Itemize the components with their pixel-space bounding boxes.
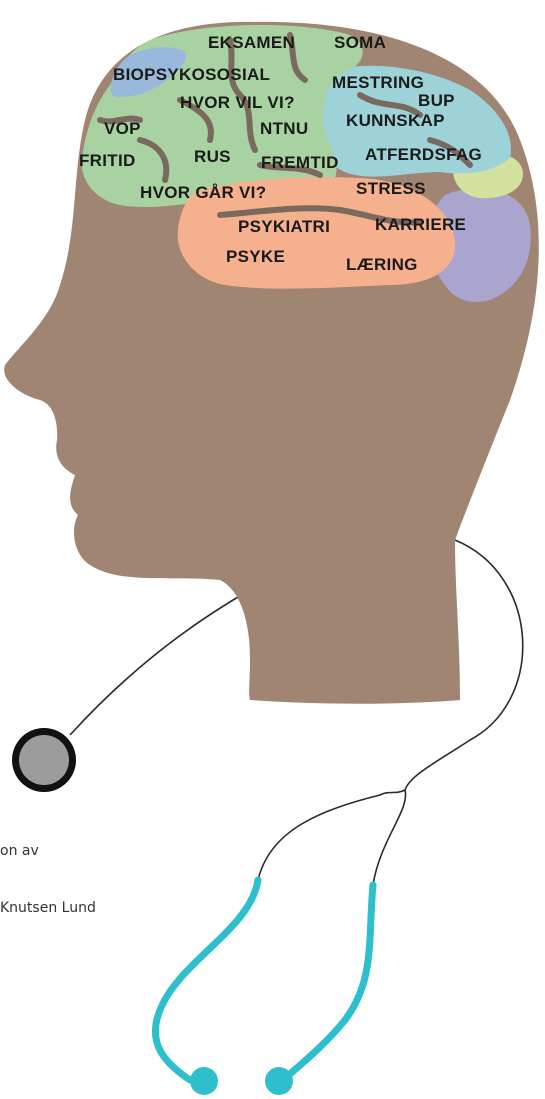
- brain-word-bup: BUP: [418, 91, 455, 110]
- brain-word-atferdsfag: ATFERDSFAG: [365, 145, 482, 164]
- brain-word-rus: RUS: [194, 147, 231, 166]
- illustration-credit-line-2: Knutsen Lund: [0, 899, 96, 918]
- stethoscope-tube-left: [70, 590, 250, 735]
- brain-word-fritid: FRITID: [79, 151, 136, 170]
- brain-word-soma: SOMA: [334, 33, 386, 52]
- brain-word-kunnskap: KUNNSKAP: [346, 111, 445, 130]
- brain-word-biopsykososial: BIOPSYKOSOSIAL: [113, 65, 270, 84]
- stethoscope-earpiece-left: [190, 1067, 218, 1095]
- illustration-credit: on av Knutsen Lund: [0, 804, 96, 937]
- brain-word-hvor-vil-vi: HVOR VIL VI?: [180, 93, 295, 112]
- brain-word-mestring: MESTRING: [332, 73, 424, 92]
- illustration-credit-line-1: on av: [0, 842, 96, 861]
- brain-word-laering: LÆRING: [346, 255, 418, 274]
- brain-word-stress: STRESS: [356, 179, 426, 198]
- brain-word-fremtid: FREMTID: [261, 153, 339, 172]
- stethoscope-diaphragm: [19, 735, 69, 785]
- brain-word-karriere: KARRIERE: [375, 215, 466, 234]
- stethoscope-earpiece-right: [265, 1067, 293, 1095]
- brain-word-hvor-gar-vi: HVOR GÅR VI?: [140, 183, 266, 202]
- stethoscope-ear-tube-left: [155, 880, 258, 1080]
- stethoscope-ear-tube-right: [283, 885, 373, 1080]
- brain-word-psykiatri: PSYKIATRI: [238, 217, 330, 236]
- brain-word-psyke: PSYKE: [226, 247, 285, 266]
- brain-word-vop: VOP: [104, 119, 141, 138]
- brain-word-ntnu: NTNU: [260, 119, 308, 138]
- stethoscope-yoke: [258, 790, 406, 885]
- brain-word-eksamen: EKSAMEN: [208, 33, 295, 52]
